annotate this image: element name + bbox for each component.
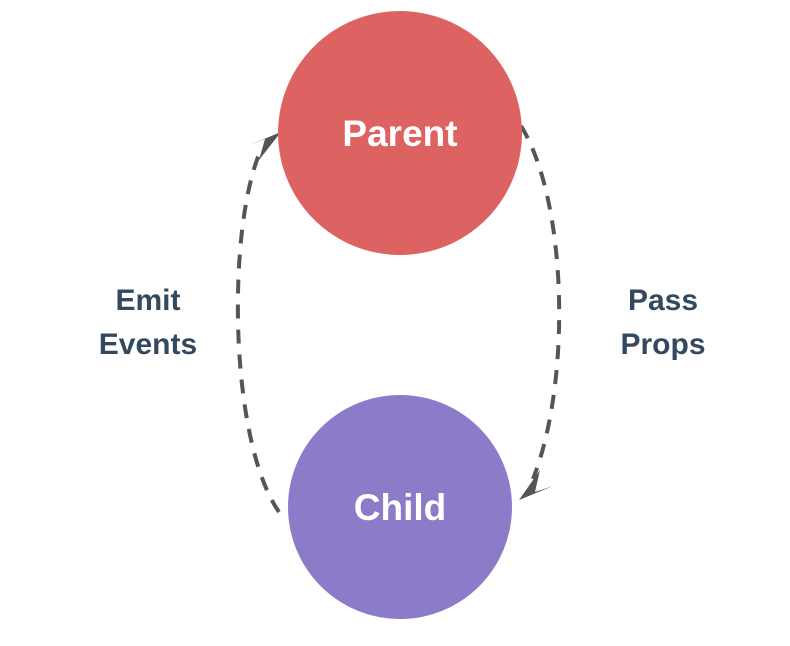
node-child[interactable]: Child bbox=[288, 395, 512, 619]
emit-events-label-line1: Emit bbox=[115, 284, 180, 317]
pass-props-arrowhead-icon bbox=[519, 470, 553, 500]
pass-props-label-line1: Pass bbox=[628, 284, 698, 317]
emit-events-curve bbox=[235, 151, 281, 514]
emit-events-label: Emit Events bbox=[99, 284, 197, 361]
pass-props-label-line2: Props bbox=[620, 328, 705, 361]
edge-emit-events bbox=[235, 132, 281, 514]
edge-pass-props bbox=[519, 124, 562, 500]
emit-events-arrowhead-icon bbox=[247, 132, 281, 160]
child-label: Child bbox=[354, 487, 446, 528]
parent-label: Parent bbox=[342, 113, 457, 154]
pass-props-label: Pass Props bbox=[620, 284, 705, 361]
node-parent[interactable]: Parent bbox=[278, 11, 522, 255]
pass-props-curve bbox=[519, 124, 562, 480]
parent-circle[interactable] bbox=[278, 11, 522, 255]
child-circle[interactable] bbox=[288, 395, 512, 619]
emit-events-label-line2: Events bbox=[99, 328, 197, 361]
